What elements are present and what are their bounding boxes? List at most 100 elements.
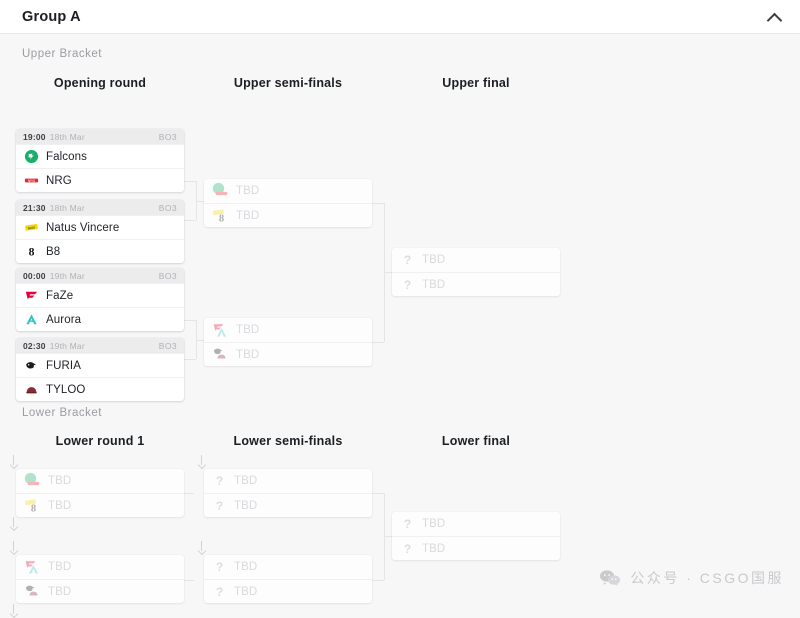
match-time: 21:30 xyxy=(23,202,46,213)
connector xyxy=(184,220,196,221)
team-logo-placeholder: 8 xyxy=(24,497,41,514)
team-name: FaZe xyxy=(46,289,74,302)
team-logo-placeholder xyxy=(212,322,229,339)
team-logo-placeholder xyxy=(212,182,229,200)
round-title-lower-final: Lower final xyxy=(441,434,511,448)
faze-logo xyxy=(24,288,39,303)
team-name: FURIA xyxy=(46,359,81,372)
connector xyxy=(384,536,394,537)
team-name: Falcons xyxy=(46,150,87,163)
team-name: TBD xyxy=(422,278,446,291)
match-card[interactable]: ? TBD ? TBD xyxy=(392,512,560,560)
match-format: BO3 xyxy=(158,340,177,351)
connector xyxy=(184,493,194,494)
team-name: TYLOO xyxy=(46,383,86,396)
team-name: TBD xyxy=(48,475,72,487)
match-card[interactable]: ? TBD ? TBD xyxy=(392,248,560,296)
match-meta: 21:30 18th Mar BO3 xyxy=(16,200,184,215)
team-name: TBD xyxy=(422,542,446,555)
team-name: TBD xyxy=(48,561,72,573)
chevron-up-icon[interactable] xyxy=(768,10,782,24)
page-title: Group A xyxy=(22,8,81,25)
team-name: TBD xyxy=(236,209,260,222)
match-meta: 00:00 19th Mar BO3 xyxy=(16,268,184,283)
connector xyxy=(384,272,394,273)
team-name: Aurora xyxy=(46,313,82,326)
team-row[interactable]: ? TBD xyxy=(204,555,372,579)
match-card[interactable]: TBD TBD xyxy=(204,318,372,366)
match-card[interactable]: TBD TBD xyxy=(16,555,184,603)
team-name: TBD xyxy=(422,254,446,266)
feed-in-arrow-icon xyxy=(197,541,206,554)
connector xyxy=(196,201,206,202)
team-name: TBD xyxy=(422,518,446,530)
match-card[interactable]: ? TBD ? TBD xyxy=(204,469,372,517)
team-row[interactable]: FaZe xyxy=(16,283,184,307)
team-row[interactable]: Falcons xyxy=(16,144,184,168)
team-row[interactable]: TBD xyxy=(16,555,184,579)
question-mark-icon: ? xyxy=(403,541,412,556)
team-name: TBD xyxy=(236,185,260,197)
question-mark-icon: ? xyxy=(403,517,412,531)
team-row[interactable]: ? TBD xyxy=(204,579,372,603)
match-format: BO3 xyxy=(158,270,177,281)
match-card[interactable]: 00:00 19th Mar BO3 FaZe Aurora xyxy=(16,268,184,331)
upper-bracket-label: Upper Bracket xyxy=(22,48,103,60)
team-row[interactable]: TBD xyxy=(16,469,184,493)
match-card[interactable]: 21:30 18th Mar BO3 NAVI Natus Vincere 8 … xyxy=(16,200,184,263)
match-time: 00:00 xyxy=(23,270,46,281)
connector xyxy=(372,203,384,204)
match-meta: 19:00 18th Mar BO3 xyxy=(16,129,184,144)
match-format: BO3 xyxy=(158,131,177,142)
team-row[interactable]: TYLOO xyxy=(16,377,184,401)
nrg-logo: NRG xyxy=(24,173,39,188)
team-row[interactable]: 8 TBD xyxy=(16,493,184,517)
svg-text:NRG: NRG xyxy=(28,179,36,183)
feed-in-arrow-icon xyxy=(9,604,18,617)
team-row[interactable]: TBD xyxy=(16,579,184,603)
lower-bracket-label: Lower Bracket xyxy=(22,407,103,419)
team-row[interactable]: TBD xyxy=(204,179,372,203)
feed-in-arrow-icon xyxy=(9,517,18,530)
team-row[interactable]: FURIA xyxy=(16,353,184,377)
team-row[interactable]: NAVI Natus Vincere xyxy=(16,215,184,239)
team-row[interactable]: ? TBD xyxy=(392,248,560,272)
match-card[interactable]: 19:00 18th Mar BO3 Falcons NRG NRG xyxy=(16,129,184,192)
team-name: TBD xyxy=(234,585,258,598)
match-card[interactable]: TBD 8 TBD xyxy=(204,179,372,227)
match-card[interactable]: TBD 8 TBD xyxy=(16,469,184,517)
team-row[interactable]: ? TBD xyxy=(392,272,560,296)
match-date: 18th Mar xyxy=(49,202,85,213)
falcons-logo xyxy=(24,149,39,164)
team-row[interactable]: TBD xyxy=(204,342,372,366)
match-meta: 02:30 19th Mar BO3 xyxy=(16,338,184,353)
group-header[interactable]: Group A xyxy=(0,0,800,34)
watermark: 公众号 · CSGO国服 xyxy=(599,568,784,588)
team-row[interactable]: ? TBD xyxy=(392,512,560,536)
team-row[interactable]: 8 B8 xyxy=(16,239,184,263)
question-mark-icon: ? xyxy=(215,584,224,599)
team-row[interactable]: ? TBD xyxy=(204,469,372,493)
team-row[interactable]: Aurora xyxy=(16,307,184,331)
round-title-lower-semis: Lower semi-finals xyxy=(233,434,343,448)
feed-in-arrow-icon xyxy=(197,455,206,468)
team-name: Natus Vincere xyxy=(46,221,120,234)
team-row[interactable]: NRG NRG xyxy=(16,168,184,192)
team-name: TBD xyxy=(236,324,260,336)
question-mark-icon: ? xyxy=(403,277,412,292)
team-name: TBD xyxy=(234,561,258,573)
team-row[interactable]: ? TBD xyxy=(392,536,560,560)
svg-text:NAVI: NAVI xyxy=(28,225,36,230)
team-name: B8 xyxy=(46,245,61,258)
match-card[interactable]: ? TBD ? TBD xyxy=(204,555,372,603)
team-name: TBD xyxy=(234,475,258,487)
question-mark-icon: ? xyxy=(215,474,224,488)
aurora-logo xyxy=(24,312,39,327)
team-name: TBD xyxy=(234,499,258,512)
team-row[interactable]: ? TBD xyxy=(204,493,372,517)
team-row[interactable]: TBD xyxy=(204,318,372,342)
connector xyxy=(372,342,384,343)
match-card[interactable]: 02:30 19th Mar BO3 FURIA TYLOO xyxy=(16,338,184,401)
team-row[interactable]: 8 TBD xyxy=(204,203,372,227)
connector xyxy=(184,181,196,182)
